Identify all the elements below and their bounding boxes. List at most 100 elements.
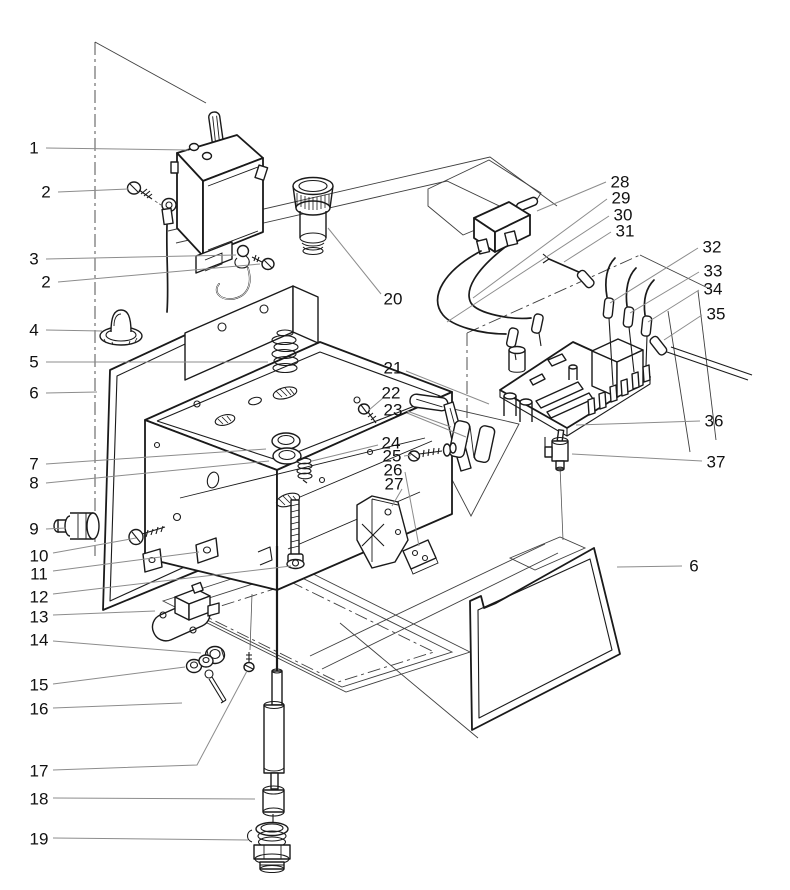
clamp-terminal [215,244,275,300]
leader-line-21 [405,370,490,405]
leader-line-15 [52,666,186,685]
leader-line-14 [52,640,202,654]
leader-line-34 [647,289,700,323]
leader-line-2 [57,263,261,283]
leader-line-10 [52,537,137,554]
leader-line-2 [57,188,129,193]
callout-15-washer-nut: 15 [30,676,49,695]
leader-line-22 [368,397,384,411]
cotter-pin [204,669,227,704]
callout-16-cotter-pin: 16 [30,700,49,719]
leader-line-29 [472,198,608,299]
screw-hole [214,414,236,426]
leader-line-19 [52,837,249,841]
callout-37-sensor-valve: 37 [707,453,726,472]
float-rod [263,546,285,790]
callout-4-rubber-boot: 4 [29,321,38,340]
callout-28-toggle-switch: 28 [611,173,630,192]
rubber-boot [99,309,143,346]
callout-6-mount-bracket-right: 6 [689,557,698,576]
leader-line-8 [45,460,270,484]
hex-plug [53,512,100,540]
callout-5-spring: 5 [29,353,38,372]
leader-line-9 [45,527,67,530]
circuit-board [499,338,651,447]
callout-2-screw: 2 [41,183,50,202]
leader-line-28 [536,181,607,212]
callout-2-screw: 2 [41,273,50,292]
callout-11-screw-thread: 11 [30,565,48,584]
leader-line-23 [406,410,452,428]
leader-line-31 [563,231,612,263]
callout-27-angle-bracket: 27 [385,475,404,494]
connectors-32-34 [602,257,655,386]
callout-7-washer-upper: 7 [29,455,38,474]
mount-bracket-right [469,547,621,731]
leader-line-3 [45,254,237,260]
leader-line-6 [45,391,98,394]
screw-25 [407,442,457,462]
callout-13-switch-bracket: 13 [30,608,49,627]
callout-36-circuit-board: 36 [705,412,724,431]
screw-22 [357,403,377,424]
leader-line-20 [327,227,382,295]
sensor-valve [544,429,569,472]
screw-2-upper [126,181,153,200]
leader-line-24 [311,444,379,462]
callout-18-rod-bushing: 18 [30,790,49,809]
spring-hole [272,386,298,400]
threaded-fitting [246,821,291,874]
leader-line-36 [575,420,701,426]
callout-30-lead-wire: 30 [614,206,633,225]
small-spring-24 [296,457,313,484]
screw-10-11 [128,525,166,546]
leader-line-12 [52,565,292,595]
callout-34-connector: 34 [704,280,723,299]
callout-29-lead-wire: 29 [612,189,631,208]
leader-line-17 [52,670,248,771]
knurled-cap [292,176,334,256]
callout-10-screw-head: 10 [30,547,49,566]
spring-5 [271,329,299,374]
callout-8-washer-lower: 8 [29,474,38,493]
washer-nut-15 [185,654,214,674]
callout-3-clamp-terminal: 3 [29,250,38,269]
small-screw-17 [243,652,255,673]
leader-line-23 [406,412,467,438]
long-screw [286,499,305,570]
callout-24-small-spring: 24 [382,434,401,453]
leader-line-30 [446,215,610,323]
leader-line-26 [404,471,420,547]
callout-1-circuit-breaker: 1 [29,139,38,158]
callout-20-knurled-cap: 20 [384,290,403,309]
callout-12-long-screw: 12 [30,588,49,607]
lead-wire-35 [649,335,753,381]
leader-line-25 [403,454,412,457]
washers-7-8 [271,432,302,465]
leader-line-33 [629,271,700,314]
leader-line-1 [45,147,189,151]
callout-6-mount-bracket-left: 6 [29,384,38,403]
callout-25-screw: 25 [383,447,402,466]
callout-19-threaded-fitting: 19 [30,830,49,849]
rod-hole [275,492,301,508]
callouts-layer: 1232456789101112131415161718192021222324… [29,139,725,849]
leader-line-18 [52,797,256,800]
leader-line-35 [663,314,703,341]
lead-wires-29-30 [436,247,544,361]
angle-bracket [356,495,409,569]
callout-33-connector: 33 [704,262,723,281]
leader-line-7 [45,448,267,465]
callout-26-flat-plate: 26 [384,461,403,480]
circuit-breaker [170,111,269,274]
rod-bushing [262,785,285,824]
friction-plates [448,420,496,464]
callout-14-hex-nut: 14 [30,631,49,650]
callout-32-connector: 32 [703,238,722,257]
leader-line-6 [616,565,683,568]
callout-31-jumper-wire: 31 [616,222,635,241]
leader-line-37 [571,453,703,462]
callout-21-lever-arm: 21 [384,359,403,378]
